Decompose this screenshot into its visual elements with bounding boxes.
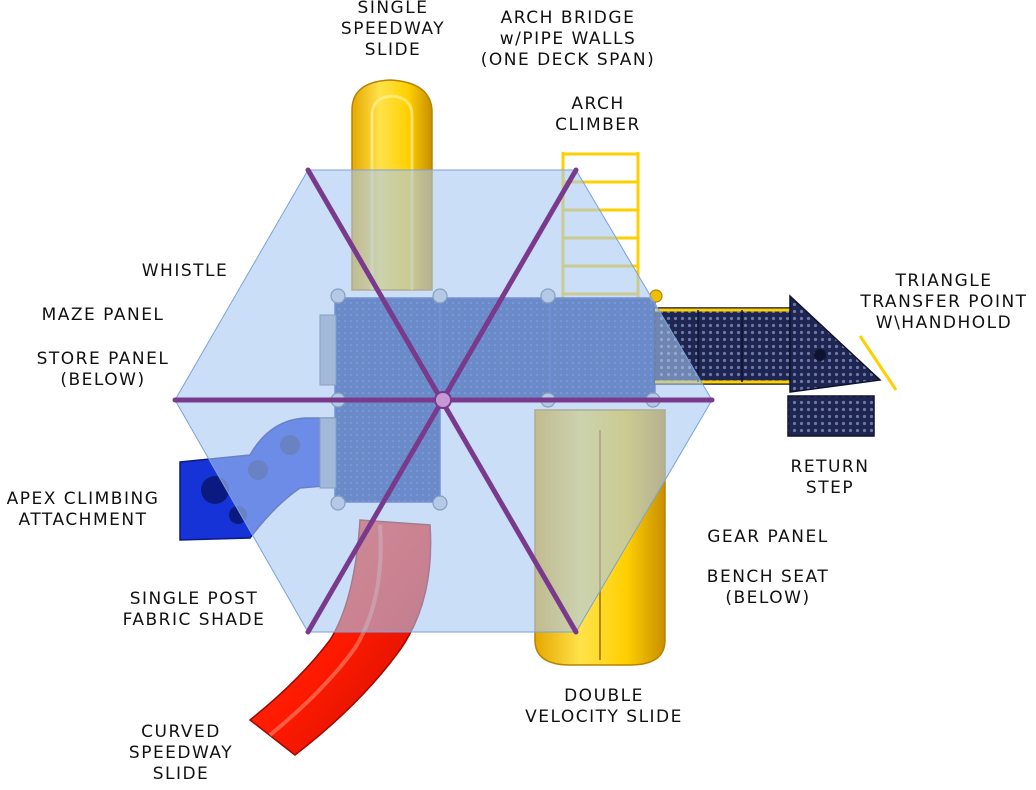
label-line: w/PIPE WALLS <box>499 29 637 49</box>
label-line: BENCH SEAT <box>706 567 830 587</box>
label-line: TRIANGLE <box>895 271 993 291</box>
label-line: ATTACHMENT <box>18 510 148 530</box>
label-whistle: WHISTLE <box>142 261 229 282</box>
label-line: ARCH <box>571 94 625 114</box>
label-line: (BELOW) <box>60 370 146 390</box>
single-post-fabric-shade <box>172 167 715 635</box>
label-line: MAZE PANEL <box>41 305 165 325</box>
label-line: WHISTLE <box>141 261 229 281</box>
label-line: CURVED <box>141 722 221 742</box>
label-line: ARCH BRIDGE <box>500 8 636 28</box>
label-maze-panel: MAZE PANEL <box>42 305 165 326</box>
label-line: APEX CLIMBING <box>6 489 160 509</box>
label-line: SPEEDWAY <box>128 743 234 763</box>
label-bench-seat: BENCH SEAT(BELOW) <box>707 567 829 609</box>
label-line: SPEEDWAY <box>340 19 446 39</box>
label-line: RETURN <box>790 457 870 477</box>
triangle-transfer-point <box>789 294 898 393</box>
label-store-panel: STORE PANEL(BELOW) <box>37 349 170 391</box>
label-line: SINGLE <box>357 0 429 18</box>
label-line: SINGLE POST <box>129 589 259 609</box>
label-line: VELOCITY SLIDE <box>525 707 683 727</box>
return-step <box>787 395 875 437</box>
label-line: (BELOW) <box>725 588 811 608</box>
label-line: SLIDE <box>152 764 210 784</box>
label-line: TRANSFER POINT <box>860 292 1028 312</box>
label-line: STEP <box>805 478 855 498</box>
label-line: SLIDE <box>364 40 422 60</box>
label-line: (ONE DECK SPAN) <box>480 50 656 70</box>
label-line: FABRIC SHADE <box>122 610 266 630</box>
label-line: GEAR PANEL <box>707 527 829 547</box>
label-line: DOUBLE <box>564 686 644 706</box>
label-gear-panel: GEAR PANEL <box>707 527 828 548</box>
label-line: CLIMBER <box>555 115 641 135</box>
label-line: STORE PANEL <box>36 349 170 369</box>
label-line: W\HANDHOLD <box>875 313 1013 333</box>
